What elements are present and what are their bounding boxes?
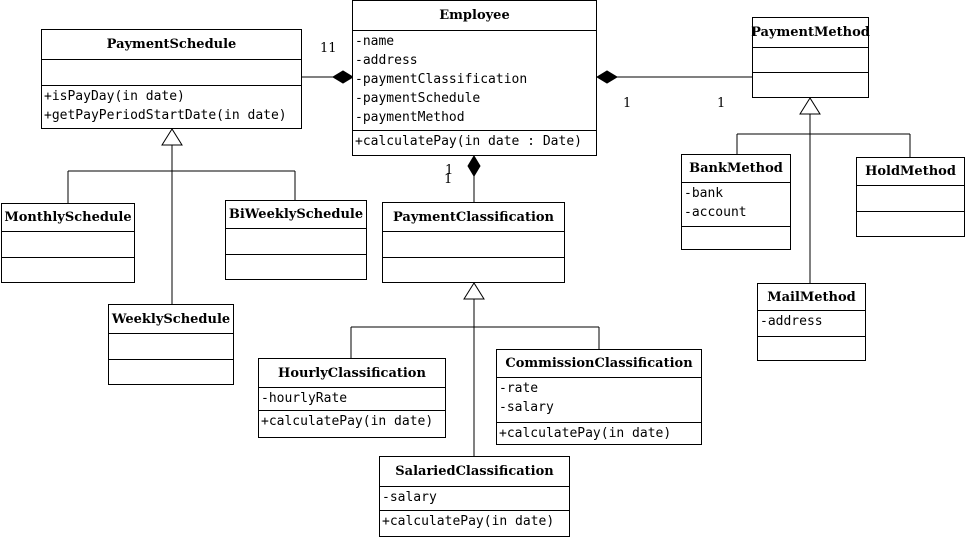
- operation: +calculatePay(in date): [499, 426, 672, 441]
- class-operations: +isPayDay(in date) +getPayPeriodStartDat…: [42, 86, 301, 126]
- class-operations: [383, 258, 564, 260]
- class-biweekly-schedule: BiWeeklySchedule: [225, 200, 367, 280]
- class-name: PaymentClassification: [383, 203, 564, 232]
- multiplicity-classification-2: 1: [444, 172, 453, 187]
- multiplicity-schedule: 11: [320, 41, 337, 56]
- class-name: PaymentMethod: [751, 18, 870, 48]
- class-mail-method: MailMethod -address: [757, 283, 866, 361]
- class-name: MailMethod: [758, 284, 865, 311]
- class-operations: +calculatePay(in date): [380, 511, 569, 532]
- class-attributes: [2, 232, 134, 258]
- class-name: SalariedClassification: [380, 457, 569, 487]
- class-operations: [758, 337, 865, 339]
- class-monthly-schedule: MonthlySchedule: [1, 203, 135, 283]
- class-name: HourlyClassification: [259, 359, 445, 388]
- multiplicity-method-end: 1: [717, 96, 726, 111]
- class-commission-classification: CommissionClassification -rate -salary +…: [496, 349, 702, 445]
- class-attributes: -hourlyRate: [259, 388, 445, 411]
- class-attributes: [42, 60, 301, 86]
- operation: +isPayDay(in date): [44, 89, 185, 104]
- class-operations: [857, 212, 964, 214]
- class-name: BiWeeklySchedule: [226, 201, 366, 229]
- class-salaried-classification: SalariedClassification -salary +calculat…: [379, 456, 570, 537]
- class-operations: [753, 73, 868, 75]
- attribute: -bank: [684, 186, 724, 201]
- class-operations: +calculatePay(in date : Date): [353, 131, 596, 152]
- class-name: MonthlySchedule: [2, 204, 134, 232]
- class-payment-schedule: PaymentSchedule +isPayDay(in date) +getP…: [41, 29, 302, 129]
- class-attributes: [753, 48, 868, 73]
- class-operations: [2, 258, 134, 260]
- composition-diamond-method: [596, 70, 618, 84]
- inheritance-triangle-classification: [463, 282, 485, 300]
- composition-diamond-schedule: [332, 70, 354, 84]
- attribute: -address: [355, 53, 418, 68]
- class-weekly-schedule: WeeklySchedule: [108, 304, 234, 385]
- attribute: -name: [355, 34, 395, 49]
- multiplicity-method-employee-end: 1: [623, 96, 632, 111]
- multiplicity-classification: 1: [445, 163, 454, 178]
- class-attributes: -name -address -paymentClassification -p…: [353, 31, 596, 131]
- attribute: -account: [684, 205, 747, 220]
- class-name: PaymentSchedule: [42, 30, 301, 60]
- class-operations: +calculatePay(in date): [259, 411, 445, 432]
- class-attributes: -rate -salary: [497, 378, 701, 423]
- class-payment-classification: PaymentClassification: [382, 202, 565, 283]
- class-attributes: -bank -account: [682, 183, 790, 227]
- class-hourly-classification: HourlyClassification -hourlyRate +calcul…: [258, 358, 446, 438]
- class-name: CommissionClassification: [497, 350, 701, 378]
- attribute: -address: [760, 314, 823, 329]
- attribute: -paymentMethod: [355, 110, 465, 125]
- class-attributes: -salary: [380, 487, 569, 511]
- composition-diamond-classification: [467, 155, 481, 177]
- class-hold-method: HoldMethod: [856, 157, 965, 237]
- attribute: -paymentClassification: [355, 72, 528, 87]
- class-name: Employee: [353, 1, 596, 31]
- class-attributes: [109, 334, 233, 360]
- operation: +calculatePay(in date): [382, 514, 555, 529]
- class-name: BankMethod: [682, 155, 790, 183]
- class-operations: [682, 227, 790, 229]
- operation: +calculatePay(in date): [261, 414, 434, 429]
- inheritance-triangle-method: [799, 97, 821, 115]
- class-attributes: -address: [758, 311, 865, 337]
- class-bank-method: BankMethod -bank -account: [681, 154, 791, 250]
- class-attributes: [383, 232, 564, 258]
- operation: +getPayPeriodStartDate(in date): [44, 108, 287, 123]
- class-operations: +calculatePay(in date): [497, 423, 701, 444]
- class-operations: [226, 255, 366, 257]
- class-name: WeeklySchedule: [109, 305, 233, 334]
- class-name: HoldMethod: [857, 158, 964, 186]
- class-attributes: [226, 229, 366, 255]
- attribute: -salary: [499, 400, 554, 415]
- class-attributes: [857, 186, 964, 212]
- class-payment-method: PaymentMethod: [751, 17, 870, 98]
- attribute: -paymentSchedule: [355, 91, 481, 106]
- operation: +calculatePay(in date : Date): [355, 134, 582, 149]
- class-employee: Employee -name -address -paymentClassifi…: [352, 0, 597, 156]
- attribute: -salary: [382, 490, 437, 505]
- class-operations: [109, 360, 233, 362]
- attribute: -rate: [499, 381, 539, 396]
- attribute: -hourlyRate: [261, 391, 348, 406]
- inheritance-triangle-schedule: [161, 128, 183, 146]
